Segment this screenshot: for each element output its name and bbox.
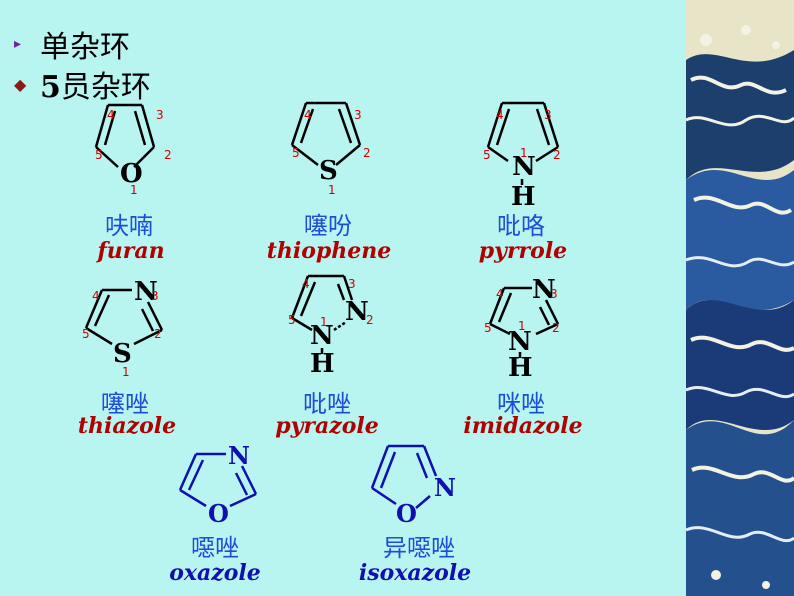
imidazole-nitrogen-3: N [532,275,556,305]
oxazole-structure: N O [178,441,258,528]
imidazole-num-1: 1 [518,319,526,333]
pyrrole-structure: N H 1 2 3 4 5 [483,101,561,212]
imidazole-hydrogen: H [508,353,533,383]
heading-monocyclic: 单杂环 [40,30,130,65]
pyrazole-nitrogen-2: N [345,297,369,327]
pyrrole-cn-label: 吡咯 [497,212,545,240]
thiazole-num-3: 3 [151,289,159,303]
thiophene-cn-label: 噻吩 [304,212,352,240]
pyrazole-nitrogen-1: N [310,321,334,351]
pyrazole-num-1: 1 [320,315,328,329]
pyrazole-num-5: 5 [288,313,296,327]
thiophene-en-label: thiophene [266,238,392,264]
thiazole-nitrogen: N [134,277,158,307]
furan-structure: O 1 2 3 4 5 [94,103,172,197]
pyrrole-num-5: 5 [483,148,491,162]
pyrazole-structure: N N H 1 2 3 4 5 [288,274,374,379]
thiazole-num-4: 4 [92,289,100,303]
thiazole-sulfur: S [113,339,132,369]
bullet-diamond-icon: ◆ [14,74,27,94]
pyrazole-cn-label: 吡唑 [303,390,351,418]
thiazole-num-1: 1 [122,365,130,379]
isoxazole-oxygen: O [396,499,417,528]
oxazole-oxygen: O [208,499,229,528]
imidazole-en-label: imidazole [463,413,583,439]
isoxazole-cn-label: 异噁唑 [383,534,455,562]
furan-num-1: 1 [130,183,138,197]
bullet-marker-icon: ▸ [14,36,22,52]
thiazole-num-2: 2 [154,327,162,341]
oxazole-cn-label: 噁唑 [191,534,239,562]
imidazole-structure: N N H 1 2 3 4 5 [484,275,560,383]
furan-en-label: furan [97,238,165,264]
furan-oxygen: O [120,159,143,189]
heading-text: 员杂环 [60,70,151,105]
furan-cn-label: 呋喃 [105,212,153,240]
imidazole-cn-label: 咪唑 [497,390,545,418]
bullet-monocyclic: ▸ 单杂环 [14,22,130,66]
pyrrole-nitrogen: N [512,152,536,182]
pyrazole-en-label: pyrazole [275,413,379,439]
pyrazole-hydrogen: H [310,349,335,379]
isoxazole-en-label: isoxazole [358,560,472,586]
pyrrole-hydrogen: H [511,182,536,212]
furan-num-4: 4 [107,108,115,122]
thiophene-num-2: 2 [363,146,371,160]
imidazole-num-3: 3 [550,287,558,301]
imidazole-num-2: 2 [552,321,560,335]
pyrrole-num-1: 1 [520,146,528,160]
pyrazole-num-2: 2 [366,313,374,327]
oxazole-nitrogen: N [228,441,250,470]
furan-num-3: 3 [156,108,164,122]
thiazole-num-5: 5 [82,327,90,341]
pyrazole-num-4: 4 [302,277,310,291]
furan-num-2: 2 [164,148,172,162]
thiophene-num-3: 3 [354,108,362,122]
isoxazole-structure: N O [370,444,456,528]
imidazole-nitrogen-1: N [508,327,532,357]
imidazole-num-5: 5 [484,321,492,335]
thiazole-en-label: thiazole [77,413,177,439]
thiophene-sulfur: S [319,156,338,186]
isoxazole-nitrogen: N [434,473,456,502]
heading-five-membered: 5员杂环 [40,62,151,106]
thiophene-num-1: 1 [328,183,336,197]
thiazole-structure: N S 1 2 3 4 5 [82,277,164,379]
thiophene-num-5: 5 [292,146,300,160]
thiophene-structure: S 1 2 3 4 5 [290,101,371,197]
furan-num-5: 5 [95,148,103,162]
pyrrole-num-4: 4 [496,108,504,122]
thiazole-cn-label: 噻唑 [101,390,149,418]
heading-number: 5 [40,70,61,105]
imidazole-num-4: 4 [496,287,504,301]
pyrrole-en-label: pyrrole [478,238,568,264]
pyrrole-num-2: 2 [553,148,561,162]
pyrazole-num-3: 3 [348,277,356,291]
pyrrole-num-3: 3 [544,108,552,122]
bullet-five-membered: ◆ 5员杂环 [14,62,151,106]
thiophene-num-4: 4 [304,108,312,122]
oxazole-en-label: oxazole [169,560,261,586]
wave-artwork [686,0,794,596]
